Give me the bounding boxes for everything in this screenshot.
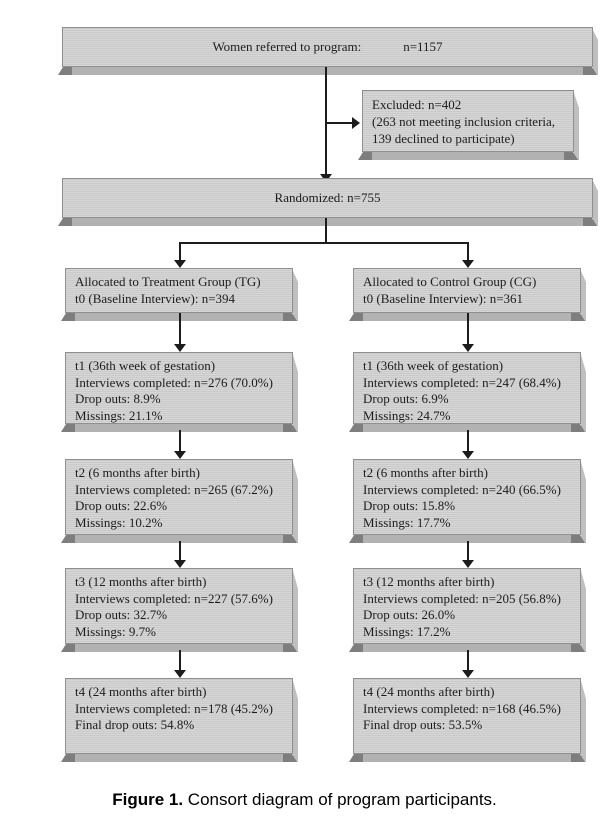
box-text-line: t3 (12 months after birth) <box>75 574 207 589</box>
connector-branch-horizontal <box>179 242 469 244</box>
box-text-line: Interviews completed: n=178 (45.2%) <box>75 700 273 716</box>
box-excluded: Excluded: n=402 (263 not meeting inclusio… <box>362 90 574 152</box>
cg-box-t3: t3 (12 months after birth)Interviews com… <box>353 568 581 644</box>
box-text-line: Interviews completed: n=205 (56.8%) <box>363 590 561 606</box>
tg-box-t0: Allocated to Treatment Group (TG)t0 (Bas… <box>65 268 293 313</box>
box-text-line: t1 (36th week of gestation) <box>363 358 504 373</box>
connector-branch-right-vertical <box>467 242 469 261</box>
connector-top-vertical <box>325 67 327 175</box>
box-text-line: 139 declined to participate) <box>372 131 515 146</box>
figure-caption-number: Figure 1. <box>112 790 184 809</box>
cg-box-t0: Allocated to Control Group (CG)t0 (Basel… <box>353 268 581 313</box>
cg-box-t4: t4 (24 months after birth)Interviews com… <box>353 678 581 754</box>
tg-arrowhead-t2 <box>174 451 186 459</box>
tg-connector-t1-t2 <box>179 430 181 451</box>
box-text-line: Missings: 17.7% <box>363 514 451 530</box>
box-text-line: Missings: 21.1% <box>75 407 163 423</box>
box-text-line: Interviews completed: n=276 (70.0%) <box>75 374 273 390</box>
box-text-line: t2 (6 months after birth) <box>363 465 488 480</box>
box-text-line: Drop outs: 26.0% <box>363 607 456 622</box>
box-text-line: (263 not meeting inclusion criteria, <box>372 114 556 129</box>
tg-box-t2: t2 (6 months after birth)Interviews comp… <box>65 459 293 535</box>
tg-arrowhead-t3 <box>174 560 186 568</box>
box-text-line: Drop outs: 6.9% <box>363 391 449 406</box>
box-text-line: Allocated to Treatment Group (TG) <box>75 274 261 289</box>
cg-arrowhead-t1 <box>462 344 474 352</box>
tg-box-t3: t3 (12 months after birth)Interviews com… <box>65 568 293 644</box>
tg-arrowhead-t4 <box>174 670 186 678</box>
tg-arrowhead-t1 <box>174 344 186 352</box>
box-text-line: Drop outs: 15.8% <box>363 498 456 513</box>
tg-box-t4: t4 (24 months after birth)Interviews com… <box>65 678 293 754</box>
box-text-line: Drop outs: 32.7% <box>75 607 168 622</box>
box-text-line: Missings: 17.2% <box>363 623 451 639</box>
tg-connector-t3-t4 <box>179 650 181 670</box>
box-text-line: t0 (Baseline Interview): n=394 <box>75 290 236 306</box>
box-women-referred-value: n=1157 <box>403 38 443 54</box>
tg-connector-t2-t3 <box>179 541 181 560</box>
box-text-line: Interviews completed: n=168 (46.5%) <box>363 700 561 716</box>
connector-branch-left-vertical <box>179 242 181 261</box>
cg-arrowhead-t3 <box>462 560 474 568</box>
box-text-line: Allocated to Control Group (CG) <box>363 274 537 289</box>
box-text-line: t0 (Baseline Interview): n=361 <box>363 290 524 306</box>
box-text-line: t1 (36th week of gestation) <box>75 358 216 373</box>
box-women-referred-label: Women referred to program: <box>212 38 362 54</box>
tg-connector-t0-t1 <box>179 313 181 344</box>
figure-caption-text: Consort diagram of program participants. <box>183 790 497 809</box>
box-randomized: Randomized: n=755 <box>62 178 593 218</box>
arrowhead-to-control-alloc <box>462 260 474 268</box>
box-text-line: t3 (12 months after birth) <box>363 574 495 589</box>
cg-connector-t0-t1 <box>467 313 469 344</box>
box-text-line: Interviews completed: n=247 (68.4%) <box>363 374 561 390</box>
box-text-line: Missings: 10.2% <box>75 514 163 530</box>
cg-connector-t1-t2 <box>467 430 469 451</box>
connector-randomized-vertical <box>325 218 327 244</box>
box-text-line: Final drop outs: 54.8% <box>75 717 195 732</box>
cg-connector-t3-t4 <box>467 650 469 670</box>
box-text-line: Excluded: n=402 <box>372 97 462 112</box>
box-text-line: t4 (24 months after birth) <box>363 684 495 699</box>
box-text-line: t2 (6 months after birth) <box>75 465 200 480</box>
cg-box-t2: t2 (6 months after birth)Interviews comp… <box>353 459 581 535</box>
box-text-line: Interviews completed: n=265 (67.2%) <box>75 481 273 497</box>
box-randomized-label: Randomized: n=755 <box>274 189 381 205</box>
box-text-line: Interviews completed: n=227 (57.6%) <box>75 590 273 606</box>
figure-caption: Figure 1. Consort diagram of program par… <box>0 790 609 810</box>
cg-arrowhead-t2 <box>462 451 474 459</box>
arrowhead-to-excluded <box>352 117 360 129</box>
tg-box-t1: t1 (36th week of gestation)Interviews co… <box>65 352 293 424</box>
box-text-line: Drop outs: 22.6% <box>75 498 168 513</box>
box-women-referred: Women referred to program: n=1157 <box>62 27 593 67</box>
cg-arrowhead-t4 <box>462 670 474 678</box>
box-text-line: Missings: 9.7% <box>75 623 156 639</box>
box-text-line: Missings: 24.7% <box>363 407 451 423</box>
box-text-line: Final drop outs: 53.5% <box>363 717 483 732</box>
arrowhead-to-treatment-alloc <box>174 260 186 268</box>
cg-box-t1: t1 (36th week of gestation)Interviews co… <box>353 352 581 424</box>
box-text-line: Interviews completed: n=240 (66.5%) <box>363 481 561 497</box>
connector-excluded-horizontal <box>326 122 352 124</box>
box-text-line: t4 (24 months after birth) <box>75 684 207 699</box>
box-text-line: Drop outs: 8.9% <box>75 391 161 406</box>
cg-connector-t2-t3 <box>467 541 469 560</box>
